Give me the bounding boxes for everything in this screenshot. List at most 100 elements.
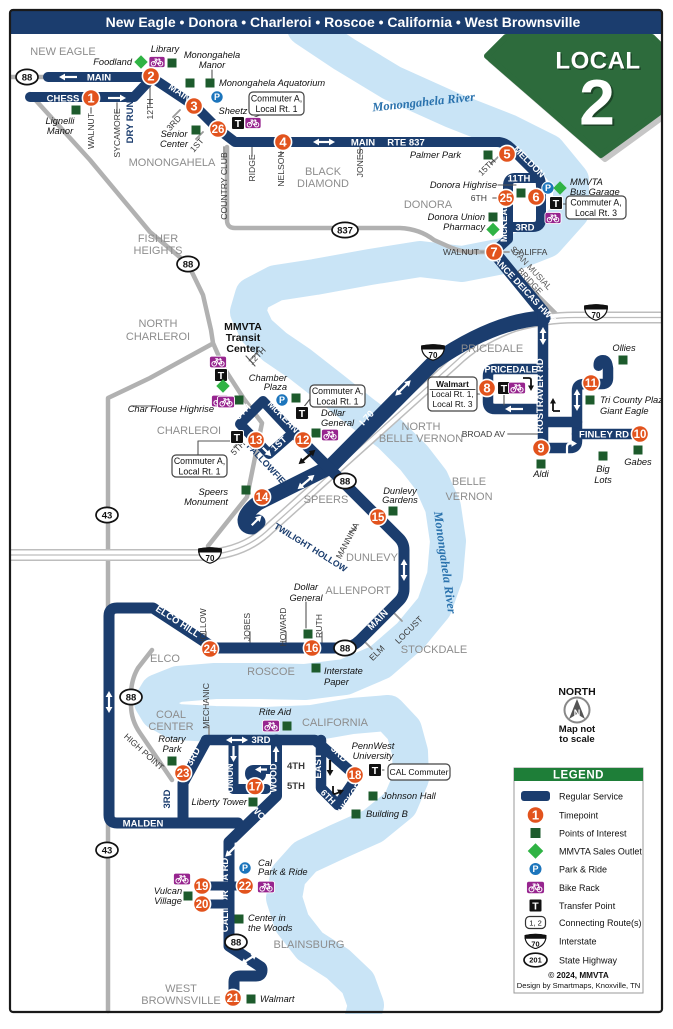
svg-text:UNION: UNION bbox=[225, 764, 235, 793]
svg-text:Bus Garage: Bus Garage bbox=[570, 187, 620, 197]
svg-text:Center: Center bbox=[226, 343, 259, 355]
svg-text:3RD: 3RD bbox=[162, 789, 173, 808]
svg-text:Park: Park bbox=[162, 744, 182, 754]
svg-text:Rotary: Rotary bbox=[158, 734, 187, 744]
svg-text:EAST: EAST bbox=[313, 753, 324, 779]
svg-text:8: 8 bbox=[483, 381, 490, 396]
svg-text:Village: Village bbox=[154, 896, 182, 906]
svg-text:Local Rt. 3: Local Rt. 3 bbox=[575, 208, 617, 218]
svg-text:N: N bbox=[574, 708, 581, 718]
svg-text:State Highway: State Highway bbox=[559, 955, 618, 965]
svg-text:20: 20 bbox=[196, 899, 209, 911]
svg-text:Commuter A,: Commuter A, bbox=[251, 93, 302, 103]
svg-text:T: T bbox=[299, 408, 306, 420]
svg-text:Center: Center bbox=[160, 139, 189, 149]
svg-text:Library: Library bbox=[151, 44, 181, 54]
svg-text:DRY RUN: DRY RUN bbox=[125, 100, 136, 143]
svg-text:T: T bbox=[372, 765, 379, 777]
svg-text:Foodland: Foodland bbox=[93, 57, 133, 67]
svg-text:Building B: Building B bbox=[366, 809, 408, 819]
svg-text:JOBES: JOBES bbox=[242, 613, 252, 641]
svg-text:Sheetz: Sheetz bbox=[219, 106, 248, 116]
svg-text:ROSTRAVER RD: ROSTRAVER RD bbox=[535, 358, 546, 433]
svg-text:Manor: Manor bbox=[199, 60, 226, 70]
svg-text:Paper: Paper bbox=[324, 677, 350, 687]
svg-text:Plaza: Plaza bbox=[264, 382, 287, 392]
svg-text:43: 43 bbox=[102, 845, 113, 856]
svg-text:CENTER: CENTER bbox=[148, 721, 193, 733]
svg-text:16: 16 bbox=[306, 643, 319, 655]
svg-text:LOCAL: LOCAL bbox=[557, 49, 642, 76]
svg-text:FINLEY RD: FINLEY RD bbox=[579, 430, 629, 441]
svg-text:2: 2 bbox=[147, 69, 154, 84]
svg-text:5: 5 bbox=[503, 147, 510, 162]
svg-text:to scale: to scale bbox=[559, 734, 594, 745]
svg-text:70: 70 bbox=[206, 554, 215, 563]
svg-text:MMVTA Sales Outlet: MMVTA Sales Outlet bbox=[559, 846, 642, 856]
svg-text:17: 17 bbox=[249, 782, 262, 794]
svg-text:MONONGAHELA: MONONGAHELA bbox=[129, 157, 216, 169]
svg-text:COAL: COAL bbox=[156, 709, 186, 721]
svg-text:DONORA: DONORA bbox=[404, 199, 453, 211]
svg-text:New Eagle • Donora • Charleroi: New Eagle • Donora • Charleroi • Roscoe … bbox=[106, 14, 581, 30]
svg-text:6: 6 bbox=[532, 190, 539, 205]
svg-text:3: 3 bbox=[190, 99, 197, 114]
svg-text:SYCAMORE: SYCAMORE bbox=[112, 108, 122, 157]
svg-text:Walmart: Walmart bbox=[436, 379, 469, 389]
svg-text:Local Rt. 1: Local Rt. 1 bbox=[178, 466, 220, 476]
svg-text:T: T bbox=[235, 118, 242, 130]
svg-text:Local Rt. 1: Local Rt. 1 bbox=[255, 104, 297, 114]
svg-text:HEIGHTS: HEIGHTS bbox=[134, 245, 183, 257]
svg-text:LEGEND: LEGEND bbox=[553, 770, 604, 782]
svg-text:BLAINSBURG: BLAINSBURG bbox=[274, 939, 345, 951]
svg-text:Monongahela Aquatorium: Monongahela Aquatorium bbox=[219, 78, 325, 88]
svg-text:837: 837 bbox=[337, 225, 353, 236]
svg-text:88: 88 bbox=[340, 643, 351, 654]
svg-text:CHARLEROI: CHARLEROI bbox=[157, 425, 221, 437]
svg-text:PRICEDALE: PRICEDALE bbox=[461, 343, 523, 355]
svg-text:VERNON: VERNON bbox=[445, 491, 492, 503]
svg-text:McKEAN: McKEAN bbox=[499, 202, 510, 242]
svg-text:CHESS: CHESS bbox=[47, 94, 80, 105]
svg-text:T: T bbox=[218, 370, 225, 382]
svg-text:Commuter A,: Commuter A, bbox=[312, 386, 363, 396]
svg-text:70: 70 bbox=[531, 939, 539, 948]
svg-text:STOCKDALE: STOCKDALE bbox=[401, 644, 467, 656]
svg-text:JONES: JONES bbox=[355, 148, 365, 177]
svg-text:11: 11 bbox=[585, 378, 598, 390]
svg-text:25: 25 bbox=[500, 193, 513, 205]
svg-text:Dunlevy: Dunlevy bbox=[383, 486, 418, 496]
svg-text:Interstate: Interstate bbox=[559, 936, 597, 946]
svg-text:RIDGE: RIDGE bbox=[247, 154, 257, 181]
svg-text:1: 1 bbox=[87, 91, 94, 106]
svg-text:MECHANIC: MECHANIC bbox=[201, 683, 211, 729]
svg-text:88: 88 bbox=[183, 259, 194, 270]
svg-text:FISHER: FISHER bbox=[138, 233, 178, 245]
svg-text:5TH: 5TH bbox=[287, 781, 305, 792]
svg-text:PennWest: PennWest bbox=[352, 741, 395, 751]
svg-text:Center in: Center in bbox=[248, 913, 286, 923]
svg-text:the Woods: the Woods bbox=[248, 923, 293, 933]
svg-text:GALIFFA: GALIFFA bbox=[512, 247, 548, 257]
svg-text:Lignelli: Lignelli bbox=[46, 116, 76, 126]
svg-text:DUNLEVY: DUNLEVY bbox=[346, 552, 399, 564]
svg-text:HOLLOW: HOLLOW bbox=[198, 607, 208, 645]
svg-text:Design by Smartmaps, Knoxville: Design by Smartmaps, Knoxville, TN bbox=[517, 981, 641, 990]
svg-text:12TH: 12TH bbox=[145, 98, 155, 119]
svg-text:Vulcan: Vulcan bbox=[154, 886, 182, 896]
svg-text:2: 2 bbox=[581, 68, 617, 140]
svg-text:Transfer Point: Transfer Point bbox=[559, 901, 616, 911]
svg-text:22: 22 bbox=[239, 881, 252, 893]
svg-text:Pharmacy: Pharmacy bbox=[443, 222, 486, 232]
svg-text:LOCAL: LOCAL bbox=[555, 48, 640, 75]
svg-text:Local Rt. 1: Local Rt. 1 bbox=[316, 396, 358, 406]
svg-text:Timepoint: Timepoint bbox=[559, 810, 599, 820]
svg-text:Commuter A,: Commuter A, bbox=[570, 197, 621, 207]
svg-text:WEST: WEST bbox=[165, 983, 197, 995]
svg-text:Local Rt. 1,: Local Rt. 1, bbox=[431, 389, 473, 399]
svg-text:3RD: 3RD bbox=[515, 223, 534, 234]
svg-text:Gardens: Gardens bbox=[382, 495, 418, 505]
svg-text:Park & Ride: Park & Ride bbox=[559, 864, 607, 874]
svg-text:Local Rt. 3: Local Rt. 3 bbox=[432, 399, 472, 409]
svg-text:NORTH: NORTH bbox=[558, 686, 595, 698]
